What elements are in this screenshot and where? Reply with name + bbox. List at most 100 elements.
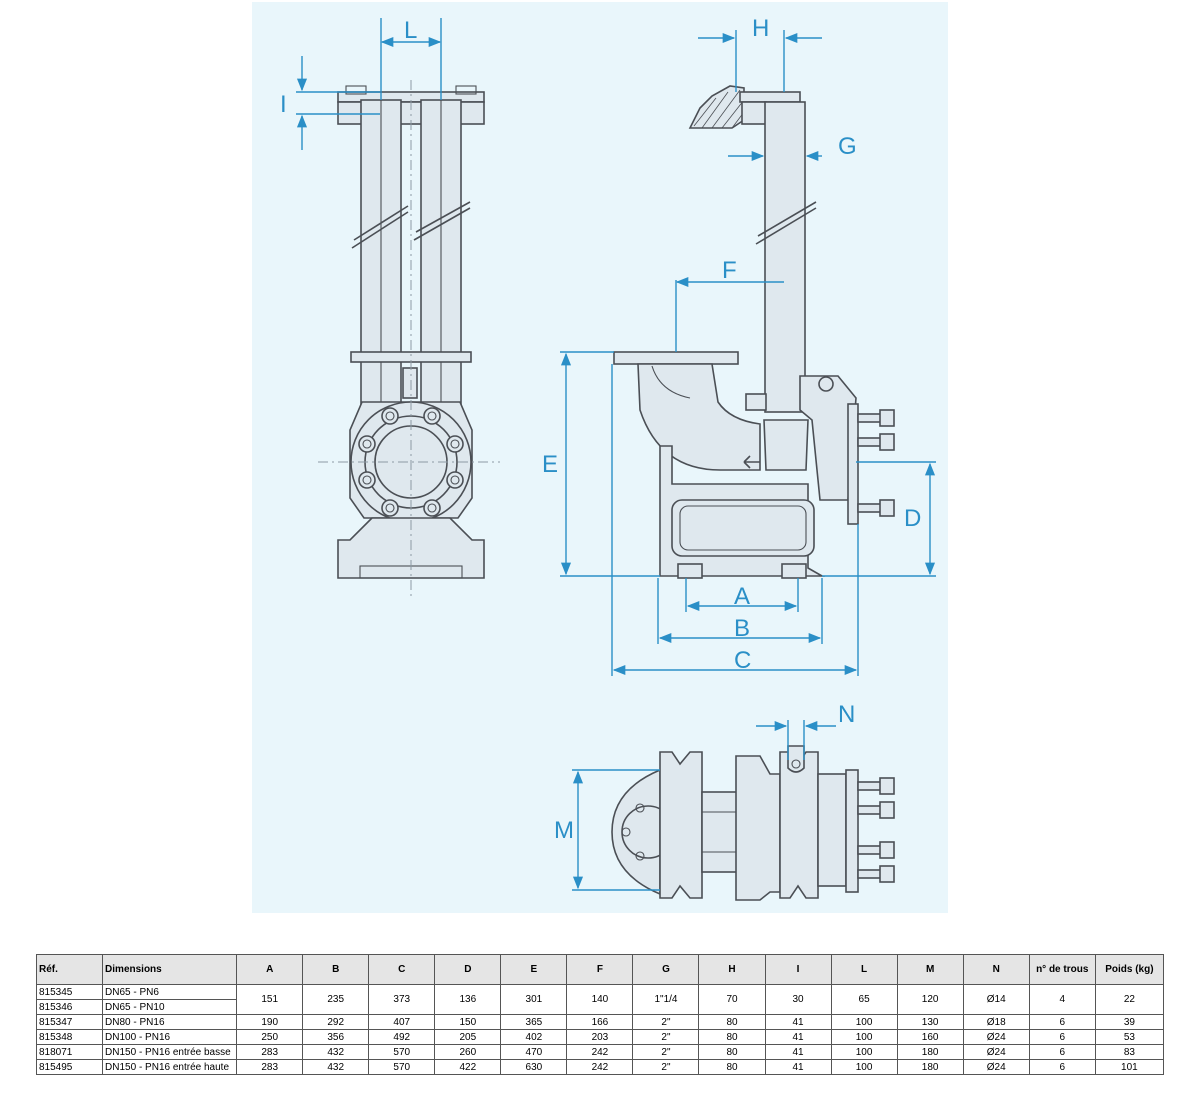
value-cell: 301 <box>500 984 568 1015</box>
value-cell: 41 <box>764 1044 832 1060</box>
value-cell: 6 <box>1028 1014 1096 1030</box>
value-cell: 365 <box>500 1014 568 1030</box>
value-cell: 292 <box>302 1014 370 1030</box>
bottom-view <box>611 745 895 901</box>
dim-label-L: L <box>404 17 417 44</box>
value-cell: 53 <box>1094 1029 1165 1045</box>
col-header: Dimensions <box>102 954 238 985</box>
dim-label-H: H <box>752 15 769 42</box>
value-cell: 80 <box>698 1014 766 1030</box>
dim-label-G: G <box>838 133 857 160</box>
value-cell: 422 <box>434 1059 502 1075</box>
value-cell: 1"1/4 <box>632 984 700 1015</box>
col-header: H <box>698 954 766 985</box>
value-cell: 203 <box>566 1029 634 1045</box>
value-cell: 2" <box>632 1044 700 1060</box>
dim-label-M: M <box>554 817 574 844</box>
value-cell: 100 <box>830 1059 898 1075</box>
value-cell: 160 <box>896 1029 964 1045</box>
col-header: M <box>896 954 964 985</box>
value-cell: 39 <box>1094 1014 1165 1030</box>
value-cell: 2" <box>632 1029 700 1045</box>
col-header: Poids (kg) <box>1094 954 1165 985</box>
value-cell: 260 <box>434 1044 502 1060</box>
value-cell: 80 <box>698 1044 766 1060</box>
dim-label-B: B <box>734 615 750 642</box>
value-cell: Ø14 <box>962 984 1030 1015</box>
value-cell: 41 <box>764 1029 832 1045</box>
col-header: I <box>764 954 832 985</box>
dimensions-cell: DN80 - PN16 <box>102 1014 238 1030</box>
dimensions-cell: DN65 - PN10 <box>102 999 238 1015</box>
table-header-row: Réf. Dimensions A B C D E F G H I L M N … <box>35 954 1165 985</box>
value-cell: 140 <box>566 984 634 1015</box>
col-header: D <box>434 954 502 985</box>
ref-cell: 815346 <box>35 999 104 1015</box>
dimensions-cell: DN150 - PN16 entrée haute <box>102 1059 238 1075</box>
ref-cell: 818071 <box>35 1044 104 1060</box>
dim-label-E: E <box>542 451 558 478</box>
value-cell: 150 <box>434 1014 502 1030</box>
value-cell: 250 <box>236 1029 304 1045</box>
dimension-lines <box>296 18 936 891</box>
value-cell: 356 <box>302 1029 370 1045</box>
value-cell: 180 <box>896 1044 964 1060</box>
value-cell: 80 <box>698 1029 766 1045</box>
value-cell: 166 <box>566 1014 634 1030</box>
col-header: n° de trous <box>1028 954 1096 985</box>
value-cell: 136 <box>434 984 502 1015</box>
value-cell: 4 <box>1028 984 1096 1015</box>
value-cell: 432 <box>302 1059 370 1075</box>
value-cell: 242 <box>566 1059 634 1075</box>
table-row: 815347 DN80 - PN16 190 292 407 150 365 1… <box>35 1014 1165 1030</box>
value-cell: 432 <box>302 1044 370 1060</box>
dim-label-C: C <box>734 647 751 674</box>
technical-drawing: L I H G F E D A B C N M <box>280 15 936 901</box>
value-cell: 30 <box>764 984 832 1015</box>
value-cell: 6 <box>1028 1044 1096 1060</box>
dimensions-cell: DN65 - PN6 <box>102 984 238 1000</box>
col-header: N <box>962 954 1030 985</box>
dimensions-table: Réf. Dimensions A B C D E F G H I L M N … <box>35 954 1165 1075</box>
col-header: G <box>632 954 700 985</box>
col-header: F <box>566 954 634 985</box>
col-header: Réf. <box>35 954 104 985</box>
value-cell: 100 <box>830 1029 898 1045</box>
value-cell: 151 <box>236 984 304 1015</box>
table-row: 815495 DN150 - PN16 entrée haute 283 432… <box>35 1059 1165 1075</box>
col-header: E <box>500 954 568 985</box>
value-cell: 120 <box>896 984 964 1015</box>
value-cell: 2" <box>632 1059 700 1075</box>
value-cell: 283 <box>236 1059 304 1075</box>
table-row: 815345 DN65 - PN6 151 235 373 136 301 14… <box>35 984 1165 1015</box>
col-header: C <box>368 954 436 985</box>
table-row: 815348 DN100 - PN16 250 356 492 205 402 … <box>35 1029 1165 1045</box>
col-header: L <box>830 954 898 985</box>
value-cell: Ø18 <box>962 1014 1030 1030</box>
col-header: B <box>302 954 370 985</box>
value-cell: 41 <box>764 1059 832 1075</box>
value-cell: Ø24 <box>962 1029 1030 1045</box>
value-cell: 235 <box>302 984 370 1015</box>
dim-label-F: F <box>722 257 737 284</box>
ref-cell: 815348 <box>35 1029 104 1045</box>
value-cell: 41 <box>764 1014 832 1030</box>
dimensions-cell: DN150 - PN16 entrée basse <box>102 1044 238 1060</box>
ref-cell: 815345 <box>35 984 104 1000</box>
value-cell: 570 <box>368 1059 436 1075</box>
value-cell: 2" <box>632 1014 700 1030</box>
technical-drawing-panel: L I H G F E D A B C N M <box>252 2 948 913</box>
ref-cell: 815347 <box>35 1014 104 1030</box>
side-view <box>613 85 895 579</box>
value-cell: 402 <box>500 1029 568 1045</box>
value-cell: 190 <box>236 1014 304 1030</box>
front-view <box>318 80 500 598</box>
value-cell: 373 <box>368 984 436 1015</box>
value-cell: 70 <box>698 984 766 1015</box>
dim-label-N: N <box>838 701 855 728</box>
value-cell: 283 <box>236 1044 304 1060</box>
value-cell: 100 <box>830 1014 898 1030</box>
value-cell: 407 <box>368 1014 436 1030</box>
value-cell: 180 <box>896 1059 964 1075</box>
value-cell: 83 <box>1094 1044 1165 1060</box>
